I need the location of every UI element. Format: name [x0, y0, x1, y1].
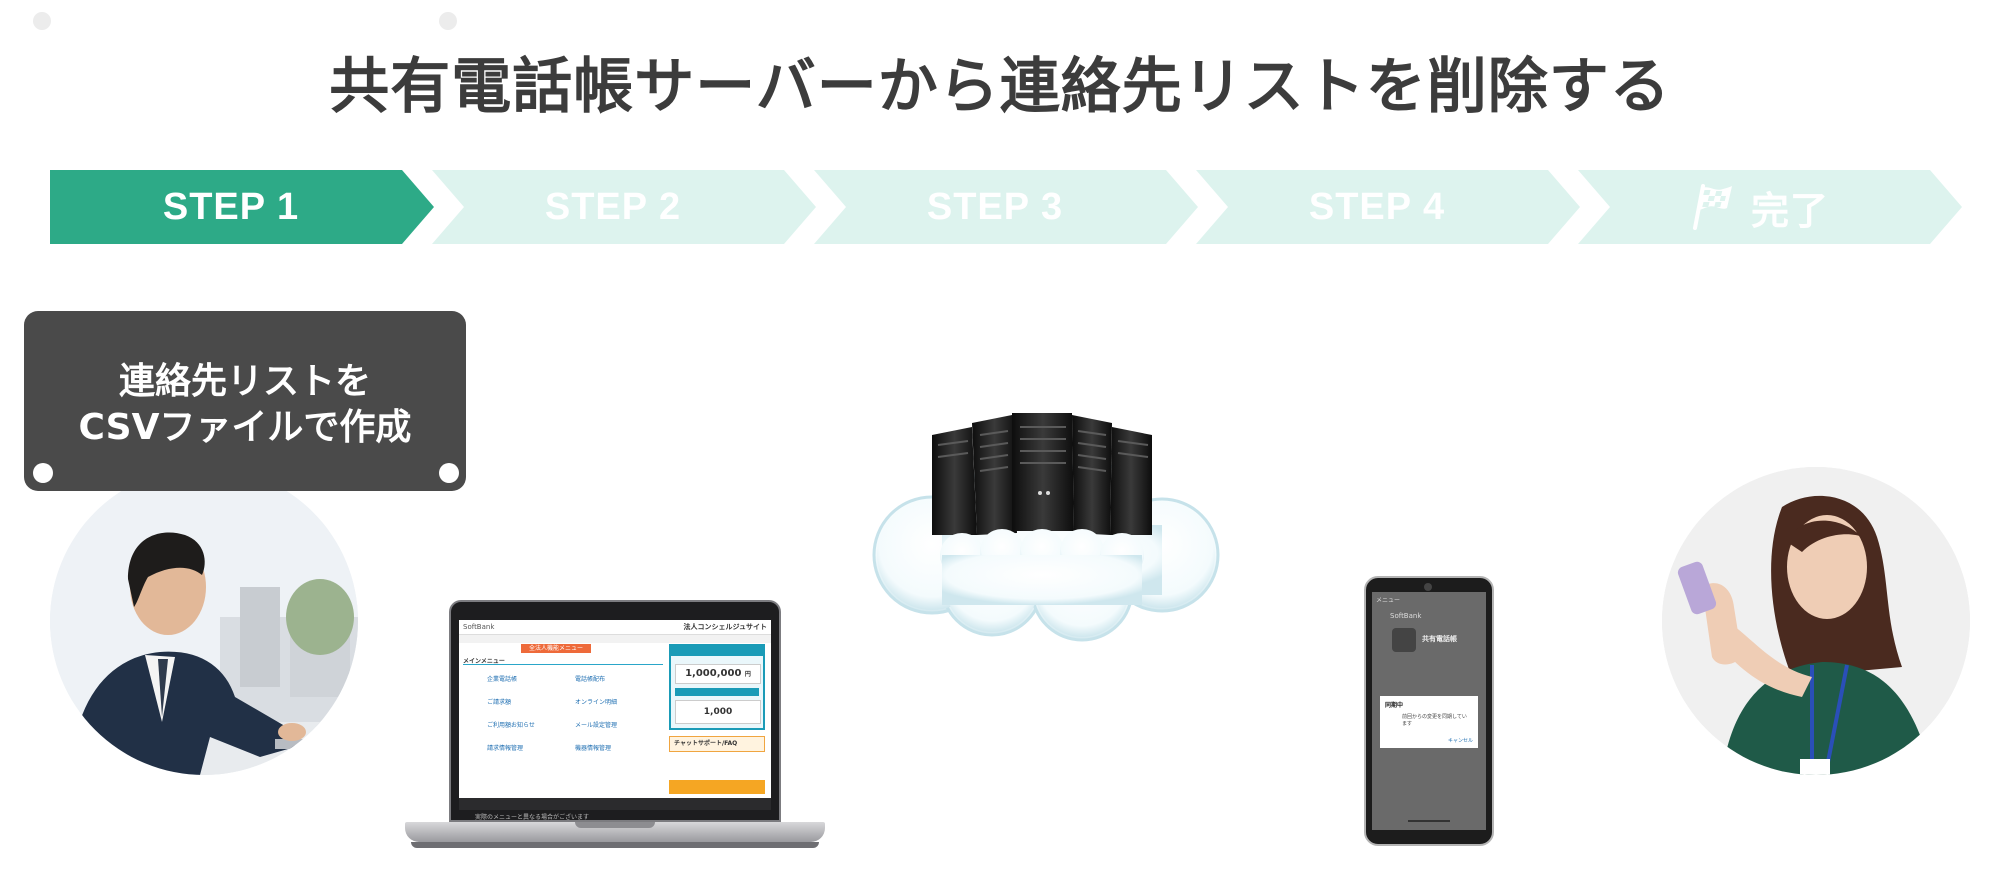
laptop-link-7[interactable]: 請求情報管理 — [487, 745, 524, 752]
step-2: STEP 2 — [432, 170, 816, 244]
laptop-billing-panel: 1,000,000 円 1,000 — [669, 644, 765, 730]
laptop-billing-unit: 円 — [744, 671, 751, 678]
office-worker-photo — [50, 467, 358, 775]
laptop-status-note: 実際のメニューと異なる場合がございます — [475, 814, 590, 821]
laptop-illustration: SoftBank 法人コンシェルジュサイト 全法人機能メニュー メインメニュー … — [405, 600, 825, 858]
caption-line-1: 連絡先リストを — [118, 361, 371, 402]
step-1-label: STEP 1 — [162, 185, 300, 228]
laptop-link-2[interactable]: 電話帳配布 — [575, 676, 606, 683]
laptop-site-title: 法人コンシェルジュサイト — [683, 623, 767, 631]
laptop-support-label: チャットサポート/FAQ — [674, 740, 738, 747]
laptop-link-5[interactable]: ご利用額お知らせ — [487, 722, 535, 729]
caption-line-2: CSVファイルで作成 — [78, 407, 412, 448]
phone-sync-dialog: 同期中 前回からの変更を同期しています キャンセル — [1380, 696, 1478, 748]
caption-rivet-right — [439, 463, 459, 483]
step-3: STEP 3 — [814, 170, 1198, 244]
laptop-billing-amount: 1,000,000 — [685, 668, 742, 679]
laptop-link-1[interactable]: 企業電話帳 — [487, 676, 518, 683]
phone-brand: SoftBank — [1390, 612, 1422, 620]
step-2-label: STEP 2 — [544, 185, 682, 228]
laptop-tab: 全法人機能メニュー — [521, 644, 592, 653]
step-caption-box: 連絡先リストを CSVファイルで作成 — [24, 311, 466, 491]
laptop-link-6[interactable]: メール設定管理 — [575, 722, 618, 729]
phone-app-title: 共有電話帳 — [1422, 635, 1457, 643]
step-complete-label: 完了 — [1750, 190, 1829, 233]
phone-dialog-title: 同期中 — [1385, 702, 1404, 709]
phone-screen: メニュー SoftBank 共有電話帳 同期中 前回からの変更を同期しています … — [1372, 592, 1486, 830]
laptop-link-3[interactable]: ご請求額 — [487, 699, 512, 706]
caption-rivet-left — [33, 463, 53, 483]
cloud-server-illustration — [862, 405, 1232, 645]
step-3-label: STEP 3 — [926, 185, 1064, 228]
step-4: STEP 4 — [1196, 170, 1580, 244]
phone-dialog-cancel[interactable]: キャンセル — [1447, 738, 1473, 744]
smartphone-illustration: メニュー SoftBank 共有電話帳 同期中 前回からの変更を同期しています … — [1364, 576, 1494, 846]
decorative-dot-left — [33, 12, 51, 30]
step-4-label: STEP 4 — [1308, 185, 1446, 228]
laptop-link-4[interactable]: オンライン明細 — [575, 699, 618, 706]
laptop-support-banner[interactable]: チャットサポート/FAQ — [669, 736, 765, 752]
phone-dialog-message: 前回からの変更を同期しています — [1402, 714, 1467, 727]
page-title: 共有電話帳サーバーから連絡先リストを削除する — [329, 52, 1671, 122]
laptop-points: 1,000 — [675, 700, 761, 724]
laptop-brand: SoftBank — [463, 623, 495, 631]
step-1: STEP 1 — [50, 170, 434, 244]
phone-menu-label: メニュー — [1376, 597, 1401, 604]
decorative-dot-right — [439, 12, 457, 30]
smartphone-user-photo — [1662, 467, 1970, 775]
caption-text: 連絡先リストを CSVファイルで作成 — [24, 359, 466, 451]
checkered-flag-icon — [1692, 184, 1732, 230]
laptop-main-menu: メインメニュー — [463, 658, 505, 665]
laptop-screen: SoftBank 法人コンシェルジュサイト 全法人機能メニュー メインメニュー … — [459, 620, 771, 810]
laptop-link-8[interactable]: 機器情報管理 — [575, 745, 612, 752]
step-complete: 完了 — [1578, 170, 1962, 244]
